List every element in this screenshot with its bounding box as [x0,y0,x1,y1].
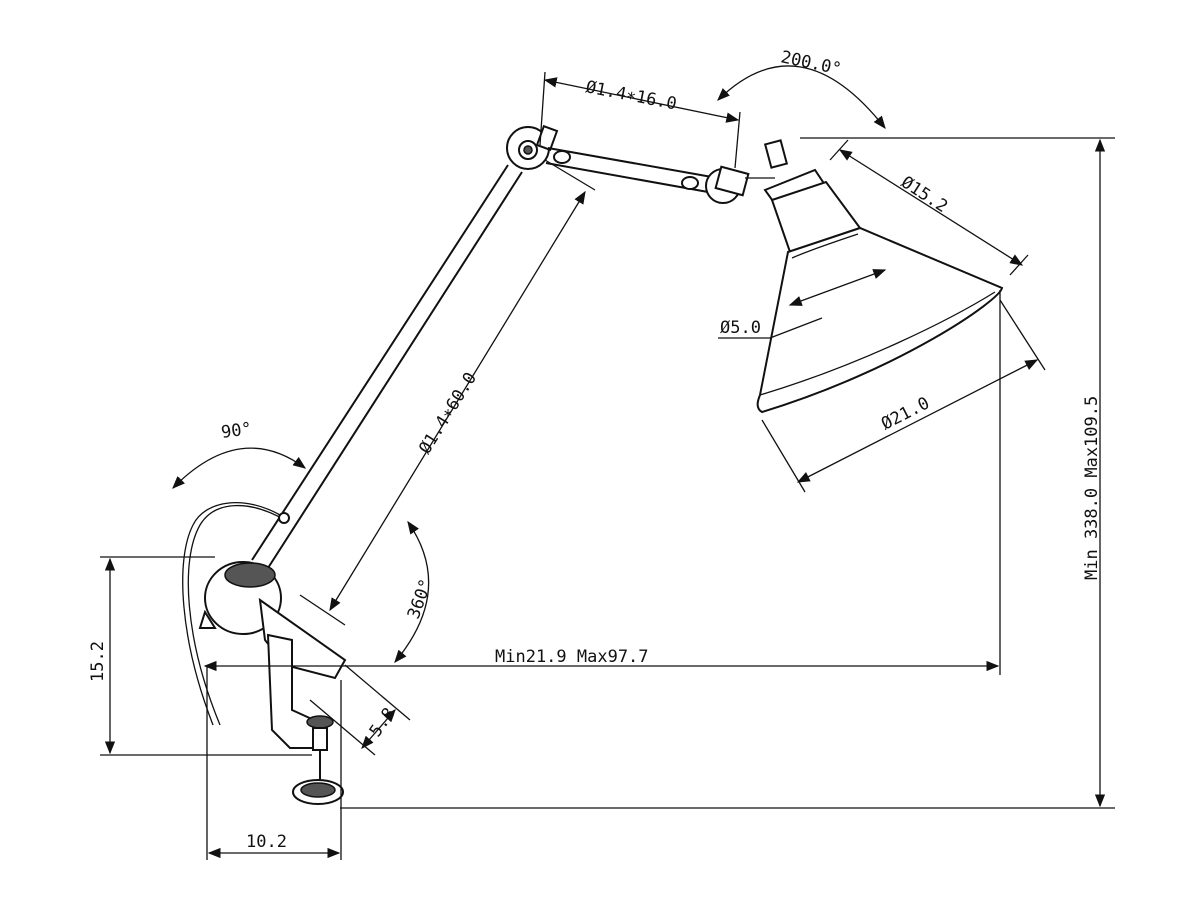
label-clamp-height: 15.2 [88,641,108,682]
label-upper-arm: Ø1.4∗16.0 [584,77,678,114]
dimension-lines [100,65,1115,860]
label-rotation-swivel: 360° [404,576,437,621]
label-clamp-width: 10.2 [246,832,287,852]
label-rotation-base: 90° [220,419,253,443]
dimension-labels: 200.0° Ø1.4∗16.0 Ø15.2 Ø5.0 Ø21.0 Ø1.4∗6… [88,47,1102,852]
label-rotation-shade: 200.0° [779,47,843,79]
label-lower-arm: Ø1.4∗60.0 [415,369,481,458]
label-shade-top: Ø15.2 [897,172,951,217]
lamp-illustration [182,124,1004,805]
head-joint [705,165,775,204]
lamp-shade [756,139,1004,414]
label-shade-neck: Ø5.0 [720,318,761,338]
label-shade-bottom: Ø21.0 [878,393,933,434]
label-total-height: Min 338.0 Max109.5 [1082,396,1102,580]
clamp-base [198,561,347,805]
lower-arm [251,164,523,569]
upper-arm [545,147,713,193]
power-cord [187,504,286,726]
label-reach: Min21.9 Max97.7 [495,647,649,667]
